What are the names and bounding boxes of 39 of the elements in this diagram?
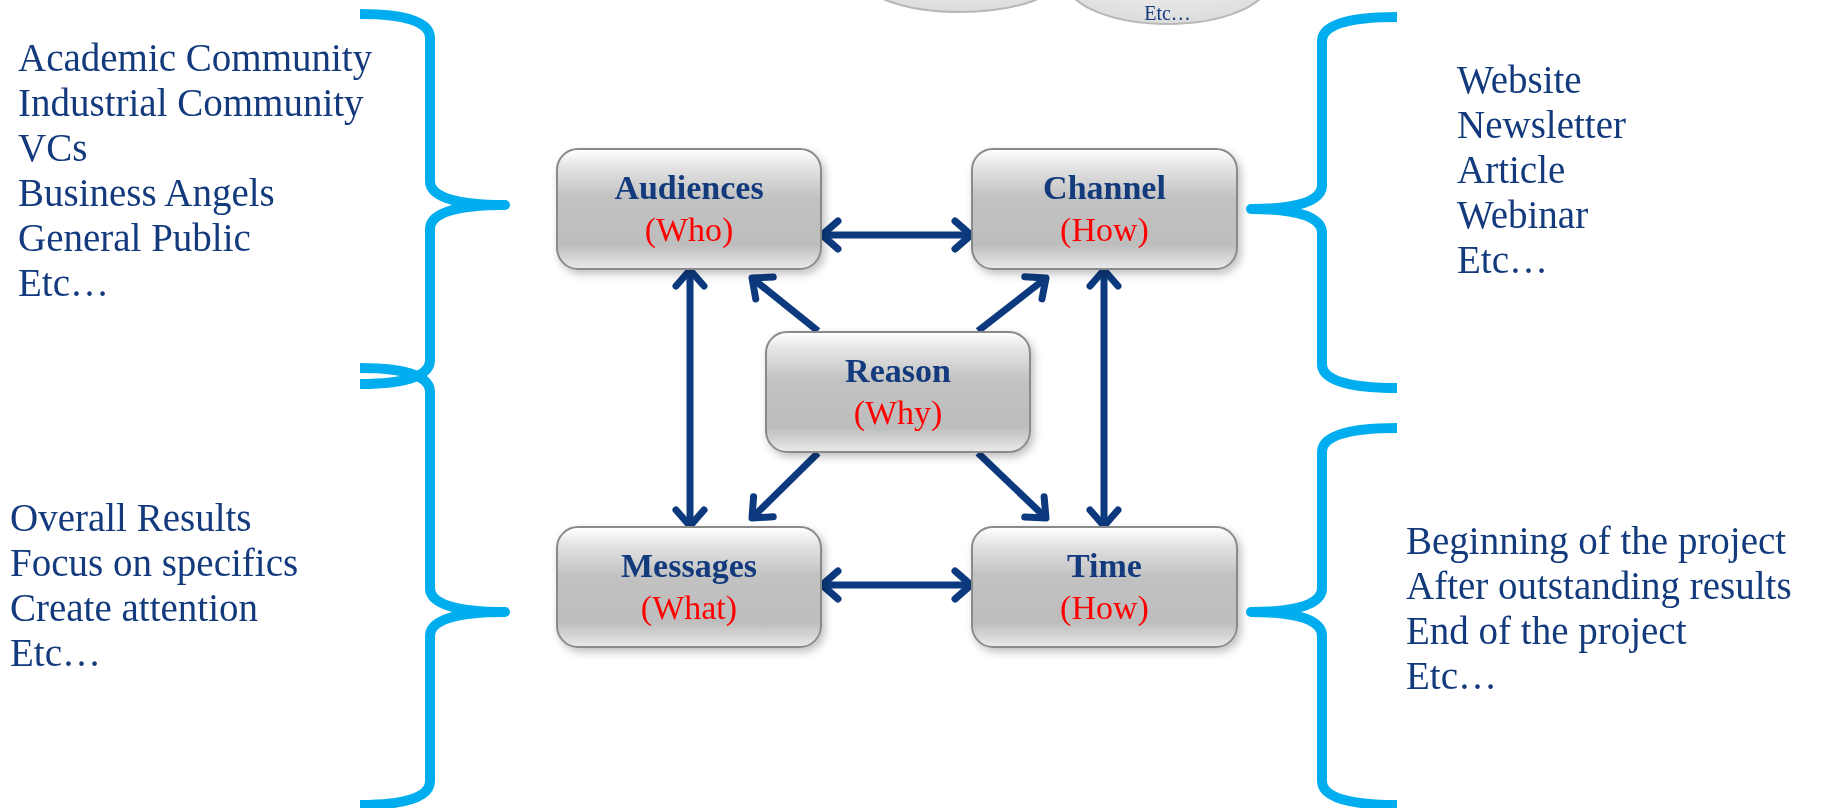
arrow (748, 273, 821, 334)
box-subtitle: (Who) (644, 210, 734, 250)
list-item: Newsletter (1457, 102, 1626, 147)
box-subtitle: (What) (640, 588, 738, 628)
arrow (975, 273, 1050, 334)
list-item: Etc… (18, 260, 109, 305)
box-title: Time (1067, 546, 1142, 586)
box-subtitle: (How) (1060, 210, 1149, 250)
list-item: Etc… (1406, 653, 1497, 698)
list-item: Article (1457, 147, 1566, 192)
box-title: Messages (621, 546, 757, 586)
list-item: End of the project (1406, 608, 1687, 653)
rounded-box (556, 148, 822, 270)
box-title: Audiences (614, 168, 764, 208)
list-item: VCs (18, 125, 88, 170)
list-item: Etc… (10, 630, 101, 675)
list-item: Webinar (1457, 192, 1589, 237)
list-item: General Public (18, 215, 251, 260)
list-item: Focus on specifics (10, 540, 299, 585)
rounded-box (971, 148, 1238, 270)
rounded-box (971, 526, 1238, 648)
box-title: Reason (845, 351, 951, 391)
list-item: Beginning of the project (1406, 518, 1787, 563)
box-title: Channel (1043, 168, 1166, 208)
list-item: Business Angels (18, 170, 275, 215)
arrow (975, 450, 1050, 522)
box-subtitle: (How) (1060, 588, 1149, 628)
list-item: Website (1457, 57, 1582, 102)
rounded-box (556, 526, 822, 648)
rounded-box (765, 331, 1031, 453)
arrow (748, 450, 821, 522)
list-item: Etc… (1457, 237, 1548, 282)
list-item: After outstanding results (1406, 563, 1792, 608)
list-item: Industrial Community (18, 80, 364, 125)
list-item: Overall Results (10, 495, 252, 540)
list-item: Create attention (10, 585, 258, 630)
list-item: Academic Community (18, 35, 373, 80)
box-subtitle: (Why) (853, 393, 943, 433)
ellipse-text: Etc… (1144, 2, 1191, 24)
